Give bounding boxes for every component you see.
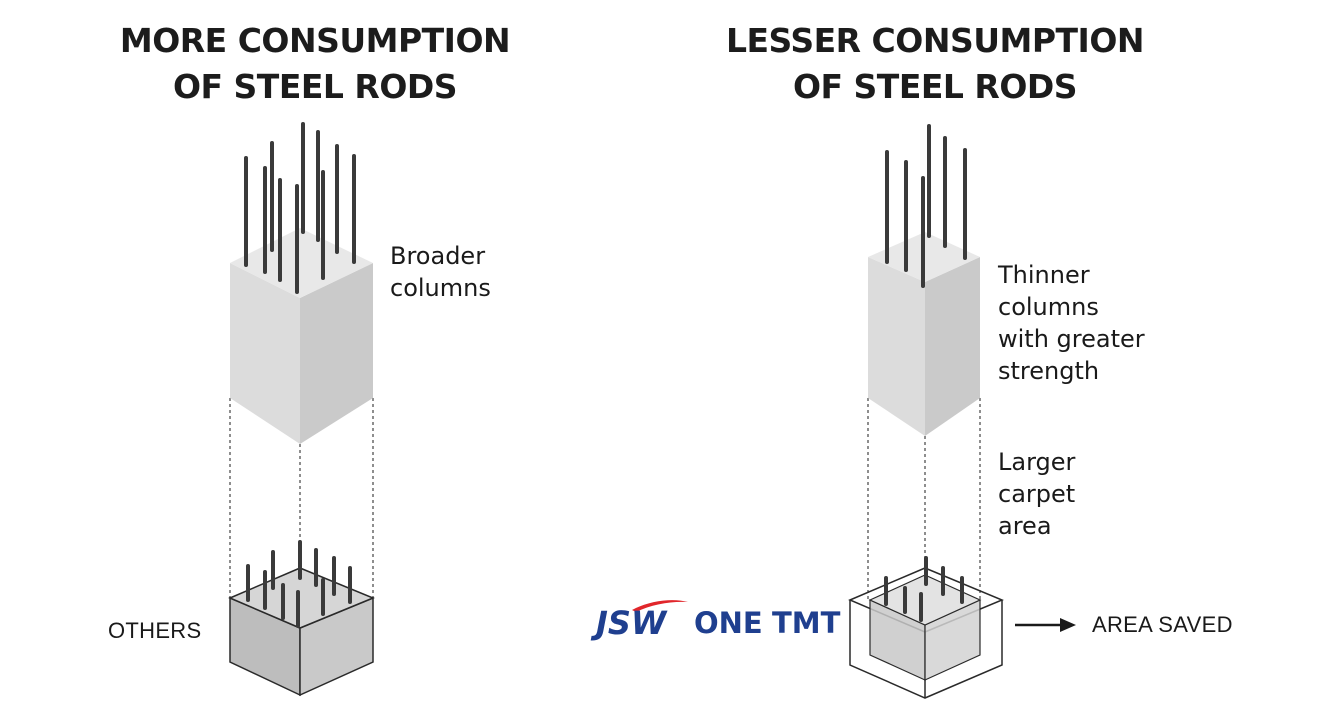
jsw-swoosh-icon (632, 600, 688, 612)
right-heading-line1: LESSER CONSUMPTION (725, 21, 1145, 60)
left-heading-line1: MORE CONSUMPTION (119, 21, 511, 60)
broader-column-left-face (230, 263, 300, 444)
left-heading-line2: OF STEEL RODS (172, 67, 458, 106)
others-label: OTHERS (108, 618, 202, 643)
thinner-columns-label-line4: strength (998, 357, 1100, 385)
thinner-columns-label: Thinner columns with greater strength (998, 259, 1145, 387)
broader-columns-label: Broader columns (390, 240, 491, 304)
broader-column (230, 228, 373, 444)
jsw-base-block (868, 574, 982, 681)
right-heading: LESSER CONSUMPTION OF STEEL RODS (680, 18, 1190, 110)
logo-brand: JSW (596, 604, 667, 642)
logo-product-one: ONE (694, 606, 763, 640)
area-saved-arrow (1015, 618, 1076, 632)
right-heading-line2: OF STEEL RODS (792, 67, 1078, 106)
jsw-base-rods (884, 556, 964, 622)
larger-carpet-area-label: Larger carpet area (998, 446, 1075, 542)
others-base-block (228, 567, 375, 697)
larger-carpet-area-label-line3: area (998, 512, 1052, 540)
larger-carpet-area-label-line1: Larger (998, 448, 1076, 476)
left-heading: MORE CONSUMPTION OF STEEL RODS (60, 18, 570, 110)
right-guide-lines (867, 398, 981, 600)
thinner-column-right-face (925, 257, 980, 436)
area-saved-label: AREA SAVED (1092, 612, 1233, 637)
logo-product-tmt: TMT (772, 606, 841, 640)
thinner-column-left-face (868, 257, 925, 436)
broader-columns-label-line2: columns (390, 274, 491, 302)
thinner-columns-label-line1: Thinner (998, 261, 1090, 289)
thinner-columns-label-line2: columns (998, 293, 1099, 321)
jsw-one-tmt-logo: JSW ONE TMT (592, 598, 847, 648)
others-base-rods (246, 540, 352, 628)
broader-columns-label-line1: Broader (390, 242, 486, 270)
larger-carpet-area-label-line2: carpet (998, 480, 1076, 508)
jsw-base-top-face (868, 574, 982, 626)
thinner-column-rods (885, 124, 967, 288)
broader-column-right-face (300, 263, 373, 444)
broader-column-rods (244, 122, 356, 294)
thinner-columns-label-line3: with greater (998, 325, 1145, 353)
